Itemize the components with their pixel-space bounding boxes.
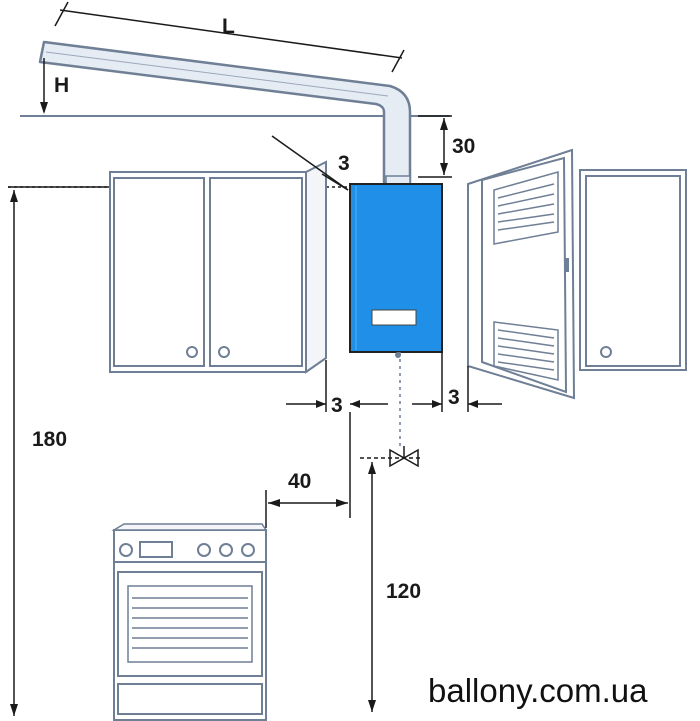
left-wall-cabinet [109, 160, 327, 374]
watermark: ballony.com.ua [428, 672, 648, 709]
tap-height-label: 120 [386, 580, 421, 603]
ceiling-gap-label: 30 [452, 135, 475, 158]
cabinet-height-label: 180 [32, 428, 67, 451]
side-gap-top-label: 3 [338, 152, 350, 175]
side-gap-right-label: 3 [448, 386, 460, 409]
stove-gap-dimension: 40 [265, 470, 348, 528]
oven-drawer [117, 683, 263, 715]
cabinet-height-dimension: 180 [10, 190, 67, 716]
stove-display [139, 541, 173, 558]
stove-knob-3 [219, 543, 233, 557]
cabinet-door-right [209, 177, 303, 367]
right-wall-cabinet [579, 169, 687, 371]
pipe-height-dimension: H [40, 58, 69, 114]
heater-display-panel [371, 309, 417, 326]
stove-gap-label: 40 [288, 470, 311, 493]
gas-tap [360, 446, 422, 468]
flue-pipe [38, 40, 412, 184]
side-gap-left-dimension: 3 [286, 360, 388, 417]
louvered-cabinet-door [467, 148, 576, 400]
pipe-height-label: H [54, 74, 69, 97]
pipe-length-label: L [222, 15, 235, 38]
cabinet-knob-left [186, 346, 198, 358]
pipe-length-dimension: L [54, 1, 405, 73]
side-gap-left-label: 3 [331, 394, 343, 417]
side-gap-right-dimension: 3 [412, 352, 502, 412]
cabinet-knob-right [218, 346, 230, 358]
ceiling-gap-dimension: 30 [418, 115, 475, 178]
stove-knob-4 [241, 543, 255, 557]
tap-height-dimension: 120 [368, 462, 421, 712]
stove [111, 523, 268, 721]
side-gap-top-dimension: 3 [271, 135, 350, 191]
cabinet-door-left [113, 177, 205, 367]
gas-water-heater [349, 175, 443, 450]
right-cabinet-knob [600, 346, 612, 358]
stove-knob-2 [197, 543, 211, 557]
stove-knob-1 [119, 543, 133, 557]
heater-body [349, 183, 443, 353]
